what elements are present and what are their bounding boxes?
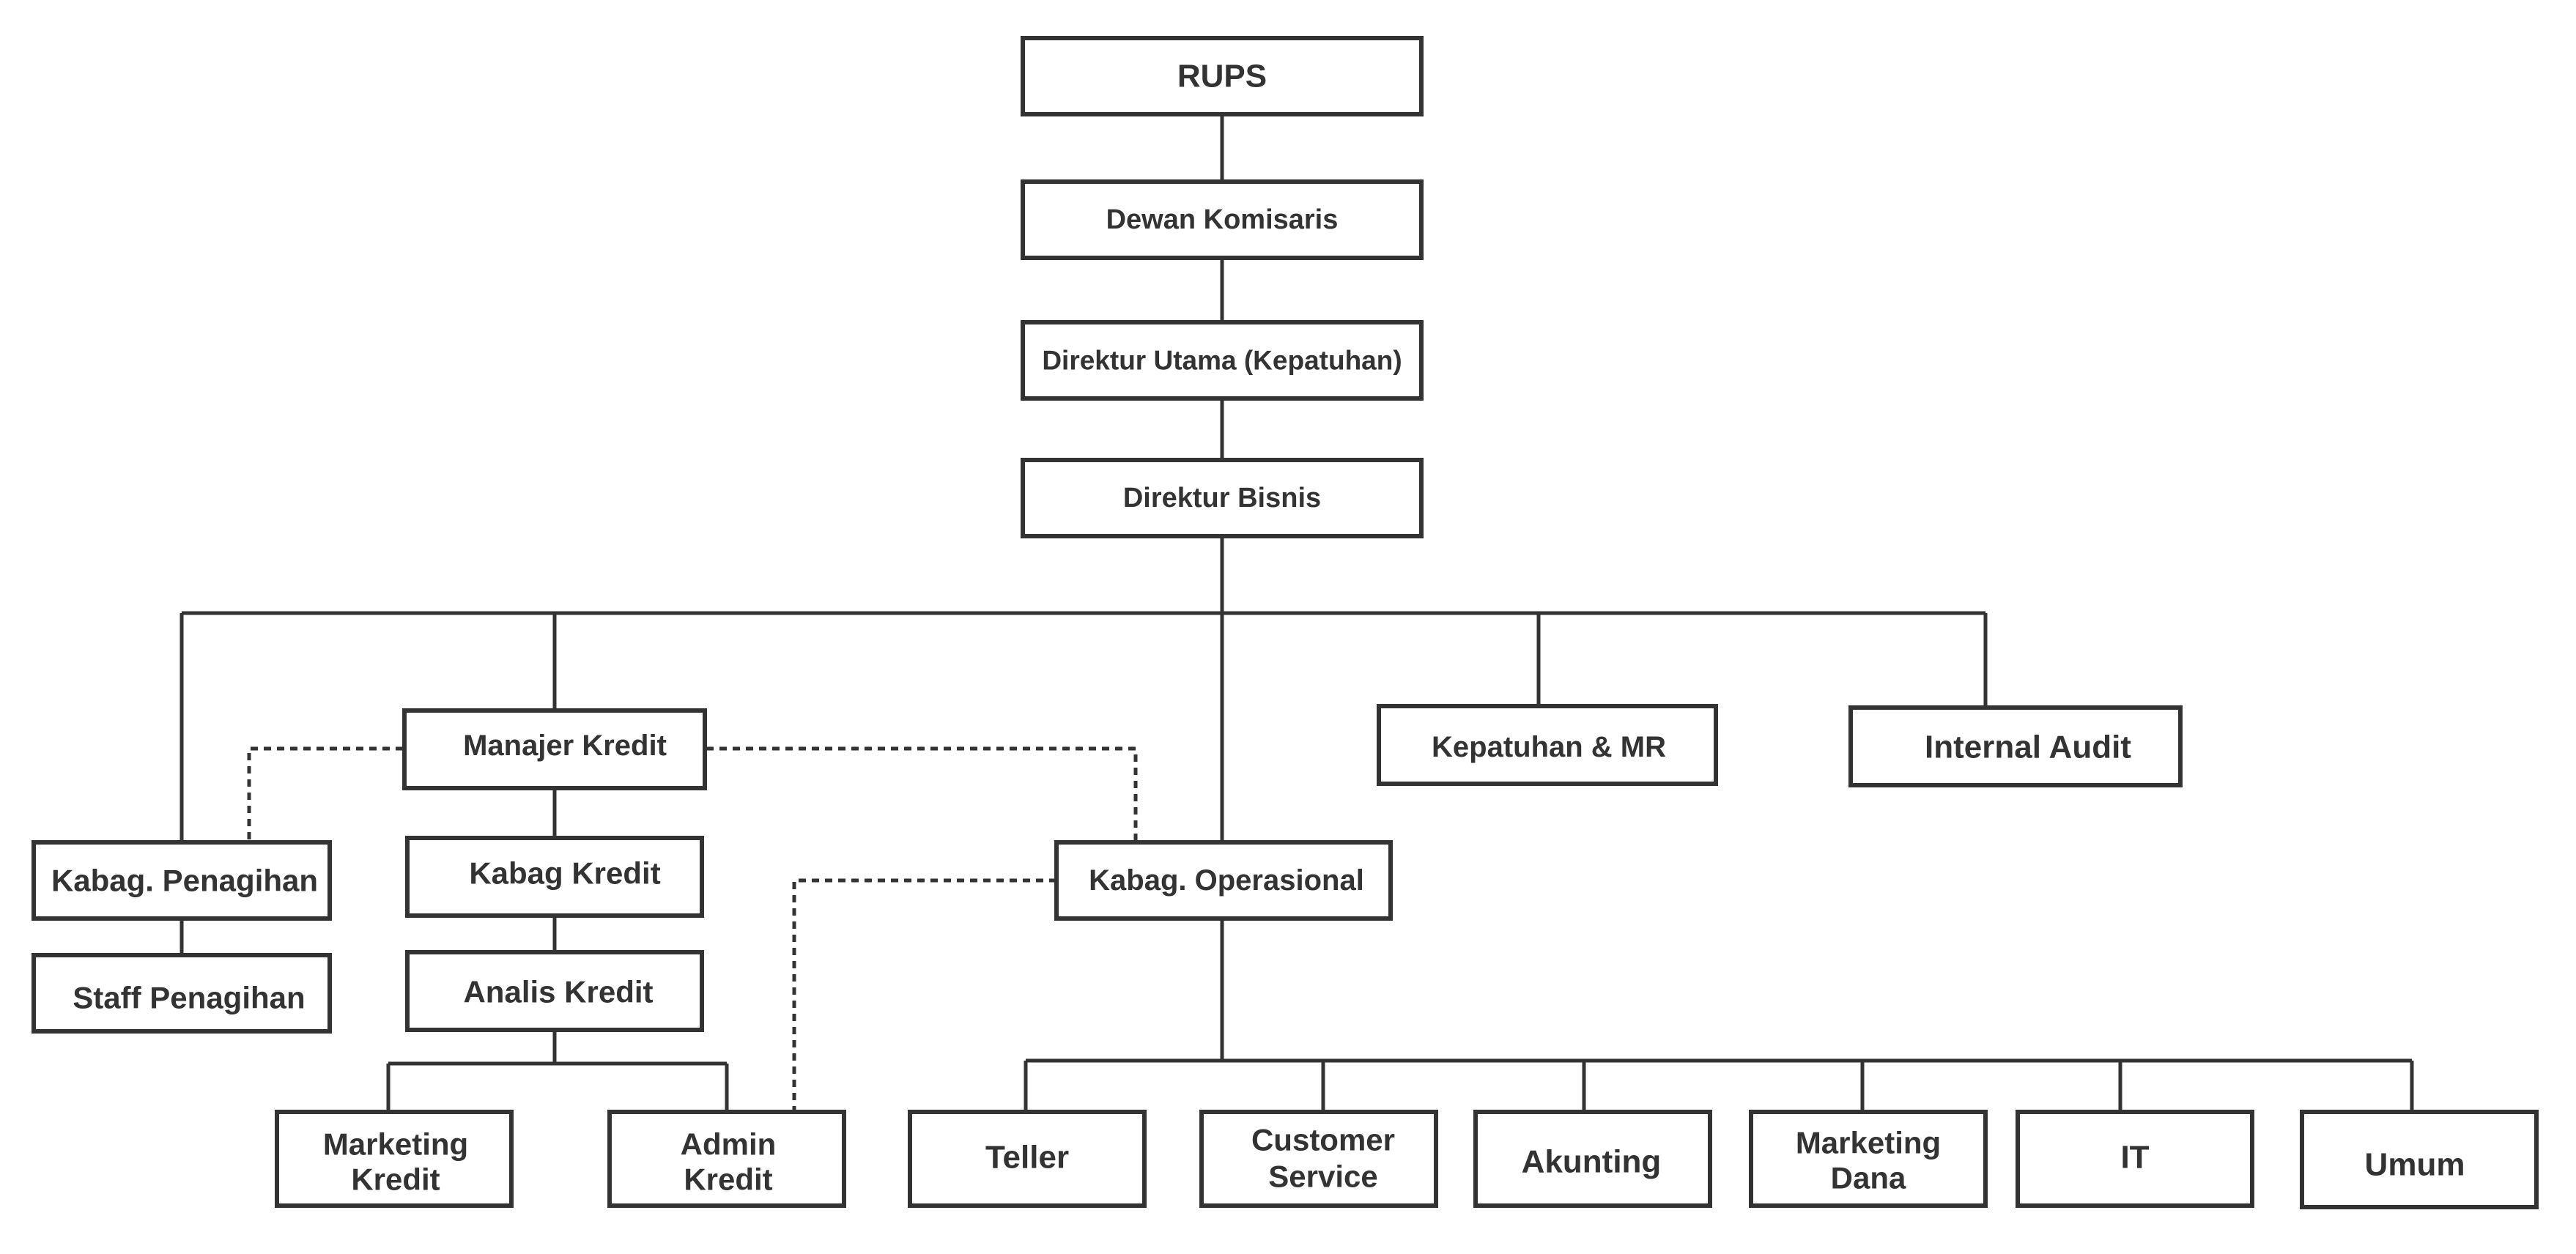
dashed-manajer-to-penagihan (247, 746, 403, 842)
box-marketing-dana: Marketing Dana (1749, 1110, 1988, 1208)
box-analis-kredit: Analis Kredit (405, 950, 704, 1032)
box-label: Kabag. Operasional (1089, 864, 1364, 897)
box-customer-service: Customer Service (1199, 1110, 1438, 1208)
box-rups: RUPS (1021, 36, 1424, 116)
box-label: RUPS (1177, 59, 1267, 94)
box-label-line-1: Customer (1251, 1123, 1395, 1157)
box-label-line-1: Marketing (1796, 1126, 1941, 1160)
box-staff-penagihan: Staff Penagihan (32, 953, 332, 1034)
connector-lines (179, 114, 2414, 1112)
box-label: Kabag. Penagihan (51, 864, 318, 898)
box-direktur-utama: Direktur Utama (Kepatuhan) (1021, 320, 1424, 401)
box-umum: Umum (2300, 1110, 2539, 1209)
dashed-manajer-to-operasional (706, 746, 1138, 842)
box-internal-audit: Internal Audit (1848, 705, 2183, 787)
box-label-line-2: Service (1268, 1160, 1377, 1194)
box-kepatuhan-mr: Kepatuhan & MR (1377, 704, 1718, 786)
box-label: Kepatuhan & MR (1432, 731, 1666, 763)
box-kabag-penagihan: Kabag. Penagihan (32, 840, 332, 921)
box-label-line-2: Dana (1831, 1161, 1906, 1195)
box-label: Teller (985, 1140, 1069, 1176)
box-kabag-kredit: Kabag Kredit (405, 836, 704, 918)
box-label-line-2: Kredit (351, 1162, 440, 1197)
box-teller: Teller (908, 1110, 1147, 1208)
box-label: Manajer Kredit (463, 730, 667, 762)
box-label: Internal Audit (1925, 730, 2131, 765)
box-label: Umum (2365, 1147, 2465, 1183)
box-label: Dewan Komisaris (1106, 204, 1339, 235)
box-label-line-1: Marketing (323, 1127, 468, 1162)
box-label-line-2: Kredit (684, 1162, 772, 1197)
box-label: Akunting (1522, 1144, 1662, 1180)
box-it: IT (2016, 1110, 2254, 1208)
box-label: Kabag Kredit (469, 856, 660, 891)
box-label: Analis Kredit (463, 975, 653, 1009)
box-label: Direktur Bisnis (1123, 483, 1321, 513)
box-label: IT (2120, 1140, 2149, 1176)
box-label-line-1: Admin (681, 1127, 777, 1162)
box-direktur-bisnis: Direktur Bisnis (1021, 458, 1424, 538)
box-kabag-operasional: Kabag. Operasional (1054, 840, 1393, 921)
box-marketing-kredit: Marketing Kredit (275, 1110, 514, 1208)
box-label: Staff Penagihan (73, 981, 305, 1015)
dashed-operasional-to-admin-kredit (792, 878, 1056, 1112)
box-akunting: Akunting (1473, 1110, 1712, 1208)
box-admin-kredit: Admin Kredit (607, 1110, 846, 1208)
box-dewan-komisaris: Dewan Komisaris (1021, 179, 1424, 260)
box-label: Direktur Utama (Kepatuhan) (1042, 346, 1402, 376)
box-manajer-kredit: Manajer Kredit (402, 708, 707, 790)
dashed-lines (247, 746, 1138, 1112)
